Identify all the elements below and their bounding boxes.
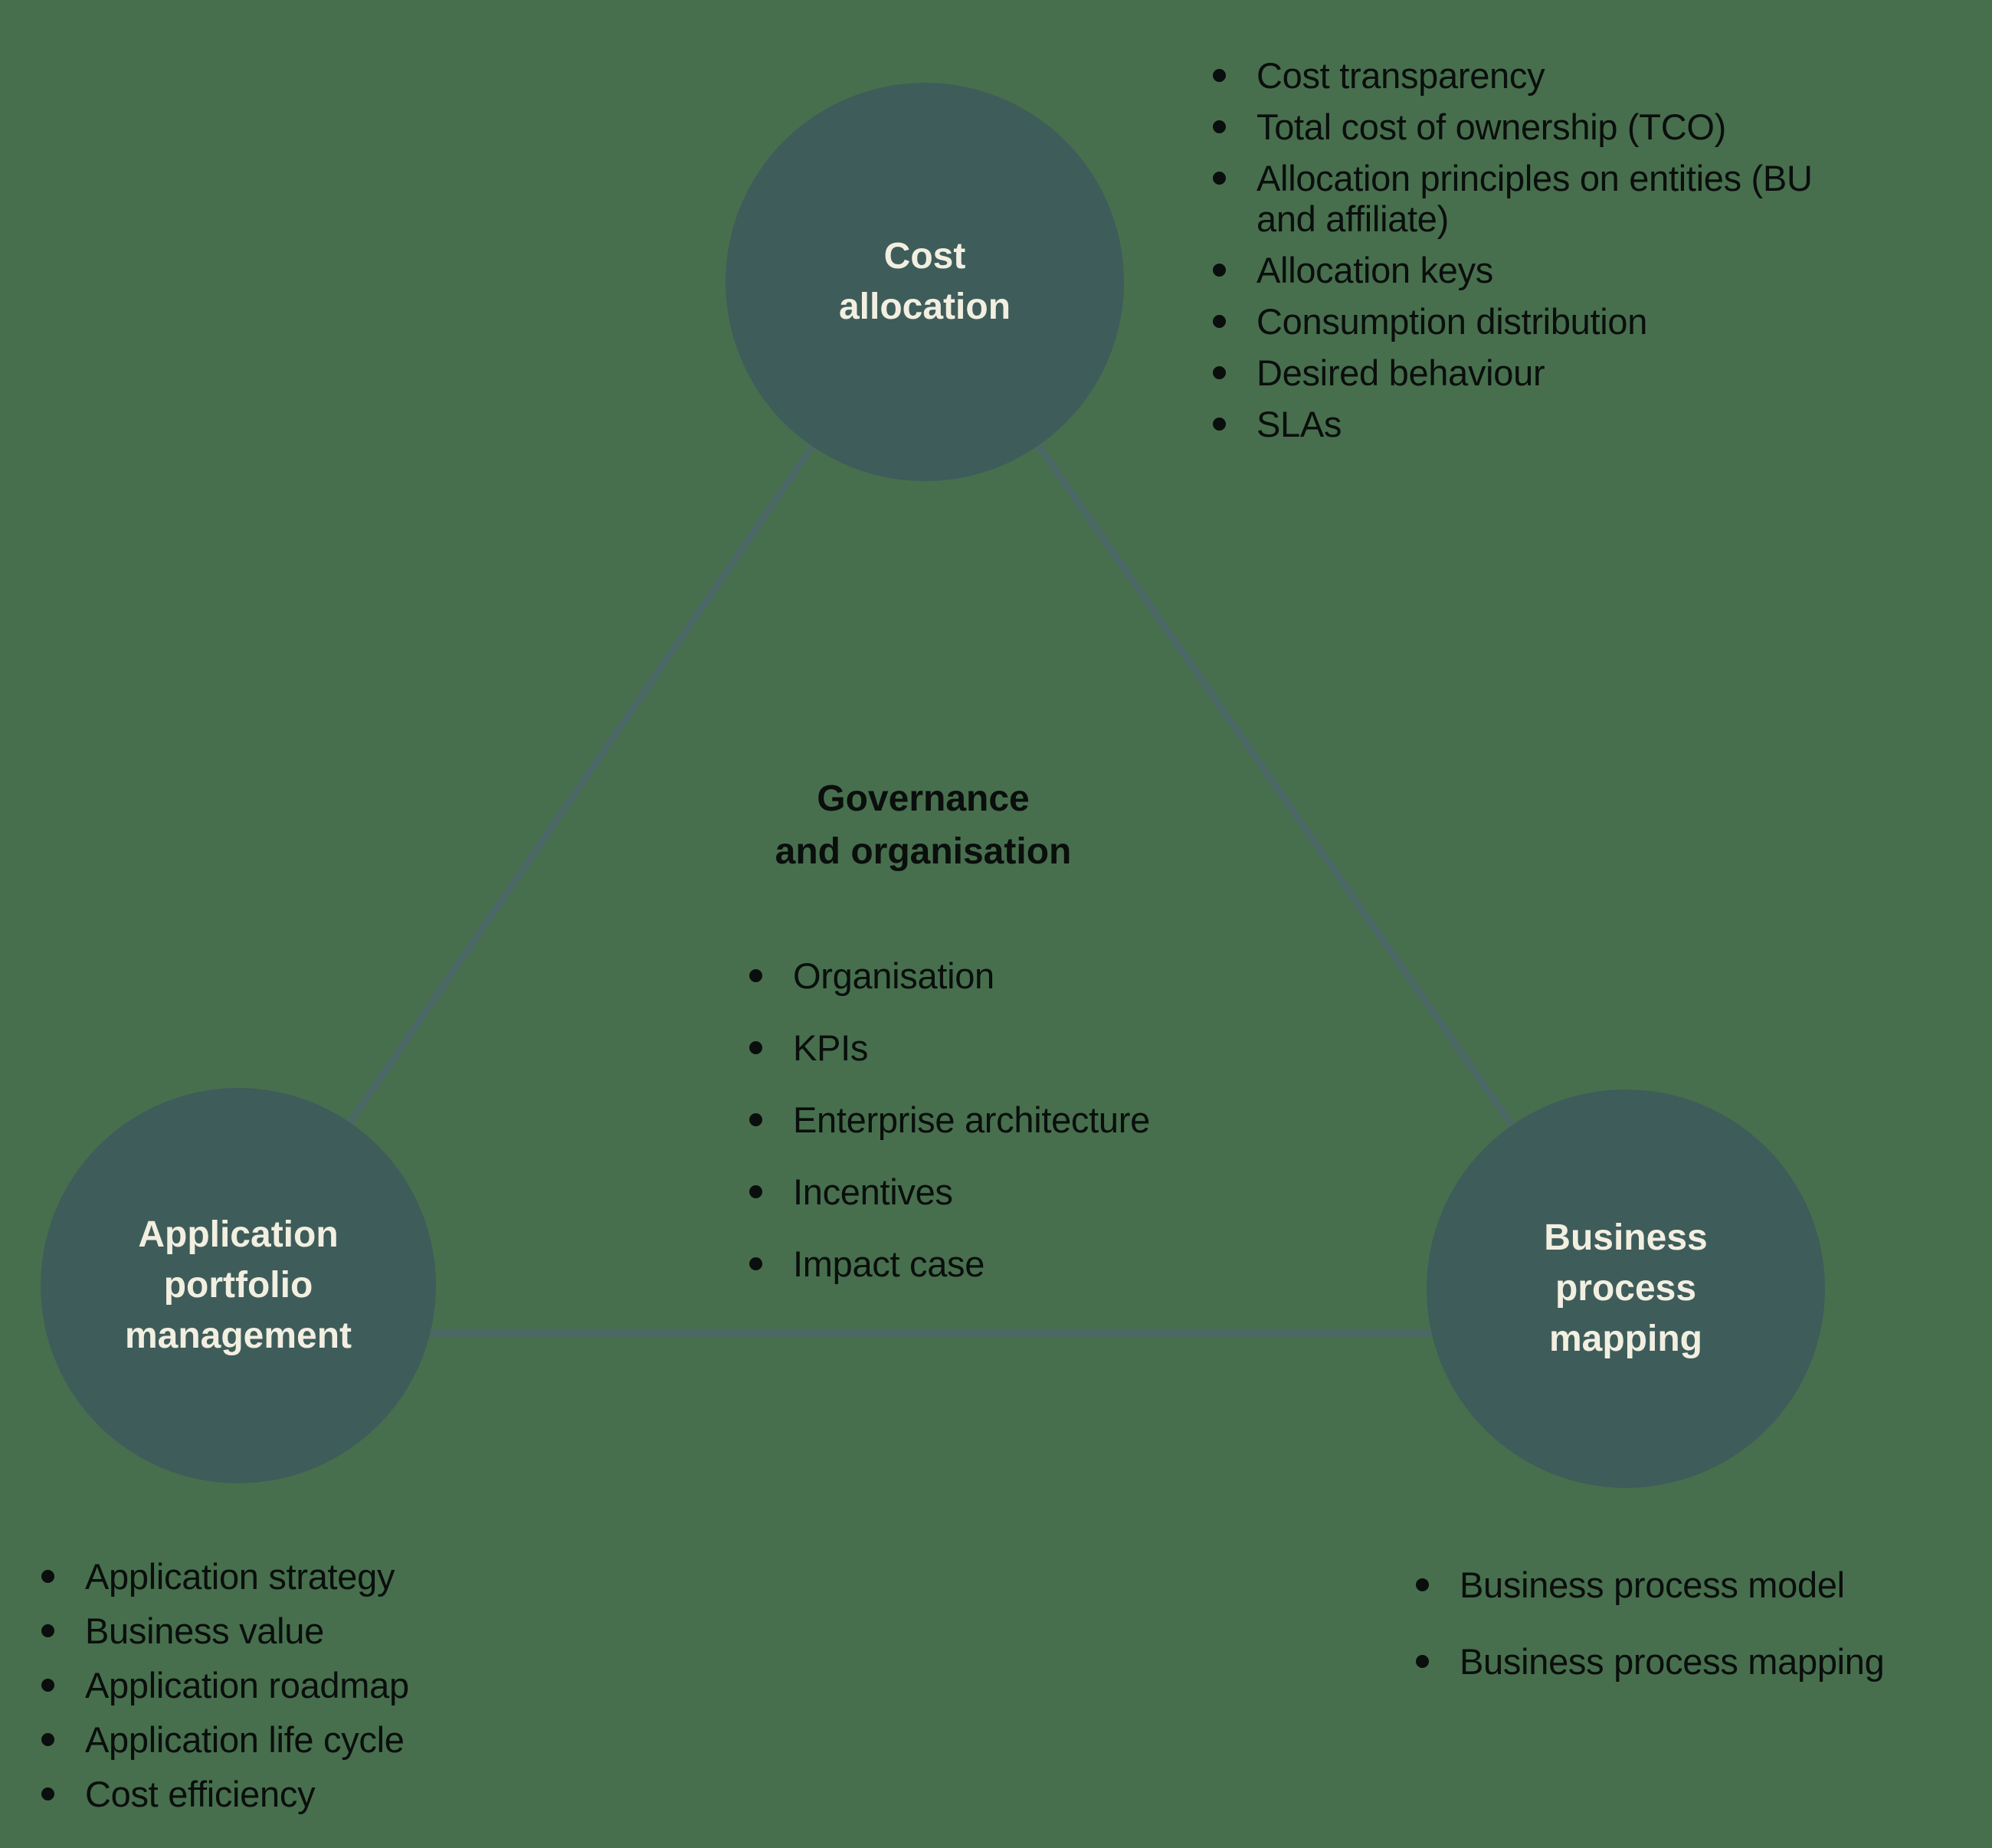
bullet-dot-icon bbox=[749, 1041, 762, 1054]
list-item: Enterprise architecture bbox=[749, 1099, 1332, 1140]
circle-application-portfolio-management: Application portfolio management bbox=[41, 1088, 436, 1483]
list-item: Organisation bbox=[749, 955, 1332, 996]
bullet-dot-icon bbox=[41, 1570, 54, 1583]
list-item-text: Impact case bbox=[793, 1243, 985, 1284]
list-item-text: KPIs bbox=[793, 1027, 869, 1068]
governance-title-line: Governance bbox=[817, 778, 1030, 819]
list-item-text: Allocation principles on entities (BU an… bbox=[1256, 158, 1813, 239]
list-item: Consumption distribution bbox=[1213, 301, 1849, 342]
list-item: Cost efficiency bbox=[41, 1774, 624, 1814]
list-item: Total cost of ownership (TCO) bbox=[1213, 106, 1849, 147]
list-item-text: Application strategy bbox=[85, 1556, 395, 1597]
list-item-text: Allocation keys bbox=[1256, 250, 1493, 290]
list-item: Impact case bbox=[749, 1243, 1332, 1284]
list-item: Allocation keys bbox=[1213, 250, 1849, 290]
bullet-dot-icon bbox=[749, 1257, 762, 1270]
list-item-text: Business process model bbox=[1460, 1565, 1845, 1605]
bullet-dot-icon bbox=[749, 1113, 762, 1126]
circle-label-line: process bbox=[1555, 1268, 1697, 1309]
circle-application-portfolio-label: Application portfolio management bbox=[125, 1210, 352, 1361]
bullet-dot-icon bbox=[1213, 120, 1226, 133]
list-item-text: Incentives bbox=[793, 1171, 953, 1212]
governance-title-line: and organisation bbox=[775, 831, 1072, 872]
bullet-dot-icon bbox=[749, 1185, 762, 1198]
circle-cost-allocation: Cost allocation bbox=[726, 83, 1124, 481]
bullet-dot-icon bbox=[749, 969, 762, 982]
bullet-dot-icon bbox=[1213, 418, 1226, 431]
cost-allocation-list: Cost transparency Total cost of ownershi… bbox=[1213, 55, 1849, 444]
list-item: Business value bbox=[41, 1610, 624, 1651]
bullet-dot-icon bbox=[1213, 172, 1226, 185]
list-item-text: Cost efficiency bbox=[85, 1774, 316, 1814]
list-item-text: Enterprise architecture bbox=[793, 1099, 1150, 1140]
list-item-text: SLAs bbox=[1256, 404, 1342, 444]
bullet-dot-icon bbox=[1213, 315, 1226, 328]
circle-label-line: management bbox=[124, 1316, 352, 1356]
list-item: Application life cycle bbox=[41, 1719, 624, 1760]
list-item-text: Business value bbox=[85, 1610, 324, 1651]
list-item: Desired behaviour bbox=[1213, 352, 1849, 393]
circle-label-line: portfolio bbox=[163, 1265, 313, 1306]
circle-label-line: allocation bbox=[838, 287, 1011, 327]
circle-label-line: Cost bbox=[883, 236, 966, 277]
list-item: Application strategy bbox=[41, 1556, 624, 1597]
governance-list: Organisation KPIs Enterprise architectur… bbox=[749, 955, 1332, 1284]
list-item-text: Cost transparency bbox=[1256, 55, 1545, 96]
list-item: Application roadmap bbox=[41, 1665, 624, 1705]
list-item-text: Business process mapping bbox=[1460, 1641, 1885, 1682]
list-item-text: Desired behaviour bbox=[1256, 352, 1545, 393]
bullet-dot-icon bbox=[41, 1624, 54, 1637]
circle-cost-allocation-label: Cost allocation bbox=[839, 231, 1011, 333]
circle-label-line: Application bbox=[138, 1214, 339, 1255]
connector-line-left bbox=[235, 280, 928, 1288]
bullet-dot-icon bbox=[1416, 1578, 1429, 1591]
list-item: Incentives bbox=[749, 1171, 1332, 1212]
bullet-dot-icon bbox=[41, 1679, 54, 1692]
bullet-dot-icon bbox=[41, 1787, 54, 1800]
bullet-dot-icon bbox=[41, 1733, 54, 1746]
circle-business-process-mapping: Business process mapping bbox=[1427, 1089, 1825, 1488]
list-item: Business process model bbox=[1416, 1565, 1952, 1605]
circle-label-line: Business bbox=[1544, 1217, 1708, 1258]
list-item-text: Total cost of ownership (TCO) bbox=[1256, 106, 1726, 147]
bullet-dot-icon bbox=[1416, 1655, 1429, 1668]
list-item-text: Application life cycle bbox=[85, 1719, 405, 1760]
bullet-dot-icon bbox=[1213, 264, 1226, 277]
application-portfolio-list: Application strategy Business value Appl… bbox=[41, 1556, 624, 1814]
list-item: KPIs bbox=[749, 1027, 1332, 1068]
list-item: SLAs bbox=[1213, 404, 1849, 444]
governance-title: Governance and organisation bbox=[617, 772, 1230, 878]
connector-line-right bbox=[922, 280, 1629, 1291]
circle-business-process-label: Business process mapping bbox=[1544, 1213, 1707, 1365]
list-item-text: Organisation bbox=[793, 955, 994, 996]
list-item: Allocation principles on entities (BU an… bbox=[1213, 158, 1849, 239]
list-item: Cost transparency bbox=[1213, 55, 1849, 96]
list-item-text: Application roadmap bbox=[85, 1665, 409, 1705]
bullet-dot-icon bbox=[1213, 366, 1226, 379]
circle-label-line: mapping bbox=[1548, 1319, 1702, 1359]
bullet-dot-icon bbox=[1213, 69, 1226, 82]
list-item: Business process mapping bbox=[1416, 1641, 1952, 1682]
list-item-text: Consumption distribution bbox=[1256, 301, 1648, 342]
business-process-list: Business process model Business process … bbox=[1416, 1565, 1952, 1682]
